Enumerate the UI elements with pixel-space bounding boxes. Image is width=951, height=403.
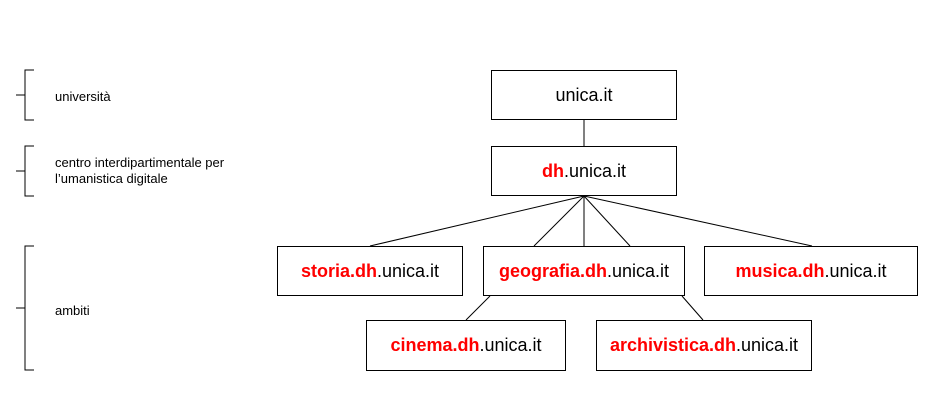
node-cinema-highlight: cinema.dh bbox=[390, 335, 480, 355]
edge-dh-geografia-left bbox=[533, 195, 585, 247]
node-geografia-domain: .unica.it bbox=[606, 260, 670, 281]
node-archivistica-highlight: archivistica.dh bbox=[609, 335, 736, 355]
edge-dh-musica bbox=[583, 195, 813, 247]
bracket-ambiti bbox=[16, 245, 34, 371]
node-archivistica: archivistica.dh.unica.it bbox=[596, 320, 812, 371]
node-storia: storia.dh.unica.it bbox=[277, 246, 463, 296]
bracket-centro bbox=[16, 145, 34, 197]
node-unica-text: unica.it bbox=[555, 84, 613, 105]
bracket-universita bbox=[16, 69, 34, 121]
node-cinema: cinema.dh.unica.it bbox=[366, 320, 566, 371]
node-dh-highlight: dh bbox=[541, 160, 564, 181]
node-unica: unica.it bbox=[491, 70, 677, 120]
node-geografia-highlight: geografia.dh bbox=[498, 260, 607, 281]
node-storia-domain: .unica.it bbox=[376, 260, 440, 281]
level-label-universita: università bbox=[55, 89, 111, 104]
edge-dh-geografia-right bbox=[583, 195, 631, 247]
node-archivistica-domain: .unica.it bbox=[736, 335, 799, 355]
edge-dh-storia bbox=[369, 195, 585, 247]
level-label-centro-line2: l’umanistica digitale bbox=[55, 171, 168, 186]
node-musica-domain: .unica.it bbox=[824, 260, 887, 281]
node-dh-domain: .unica.it bbox=[563, 160, 627, 181]
edge-geografia-archivistica bbox=[681, 295, 704, 321]
edge-geografia-cinema bbox=[465, 295, 491, 321]
node-dh: dh.unica.it bbox=[491, 146, 677, 196]
node-geografia: geografia.dh.unica.it bbox=[483, 246, 685, 296]
node-musica: musica.dh.unica.it bbox=[704, 246, 918, 296]
node-musica-highlight: musica.dh bbox=[735, 260, 825, 281]
level-label-ambiti: ambiti bbox=[55, 303, 90, 318]
level-label-centro-line1: centro interdipartimentale per bbox=[55, 155, 225, 170]
level-label-centro: centro interdipartimentale per l’umanist… bbox=[55, 155, 224, 187]
node-cinema-domain: .unica.it bbox=[479, 335, 542, 355]
node-storia-highlight: storia.dh bbox=[300, 260, 377, 281]
